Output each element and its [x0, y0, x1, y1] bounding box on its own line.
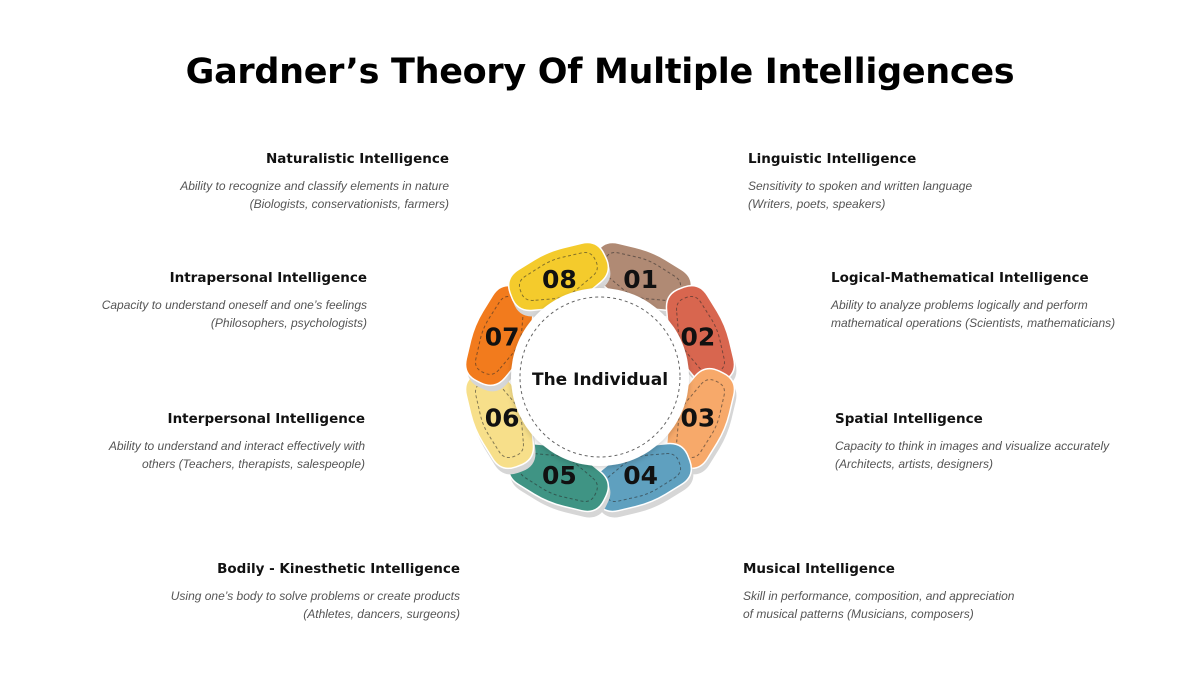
item-naturalistic: Naturalistic Intelligence Ability to rec… — [89, 151, 449, 213]
petal-dashed-border — [602, 453, 682, 502]
petal-number: 07 — [485, 322, 520, 351]
center-circle — [511, 288, 689, 466]
petal-number: 05 — [542, 461, 577, 490]
item-name: Linguistic Intelligence — [748, 151, 917, 167]
item-description: Ability to understand and interact effec… — [5, 437, 365, 473]
center-hub: The Individual — [511, 288, 689, 466]
item-desc-line: Ability to recognize and classify elemen… — [180, 179, 449, 193]
item-interpersonal: Interpersonal Intelligence Ability to un… — [5, 411, 365, 473]
item-name: Interpersonal Intelligence — [167, 411, 365, 427]
item-desc-line: others (Teachers, therapists, salespeopl… — [141, 457, 365, 471]
item-desc-line: (Writers, poets, speakers) — [748, 197, 886, 211]
petal-dashed-border — [475, 295, 524, 375]
item-musical: Musical Intelligence Skill in performanc… — [743, 561, 1103, 623]
item-spatial: Spatial Intelligence Capacity to think i… — [835, 411, 1195, 473]
item-description: Using one’s body to solve problems or cr… — [100, 587, 460, 623]
item-linguistic: Linguistic Intelligence Sensitivity to s… — [748, 151, 1108, 213]
petal-number: 06 — [485, 404, 520, 433]
petal-dashed-border — [518, 453, 598, 502]
petal-dashed-border — [676, 379, 725, 459]
item-description: Skill in performance, composition, and a… — [743, 587, 1103, 623]
item-intrapersonal: Intrapersonal Intelligence Capacity to u… — [7, 270, 367, 332]
item-name: Naturalistic Intelligence — [265, 151, 449, 167]
item-description: Capacity to think in images and visualiz… — [835, 437, 1195, 473]
item-desc-line: Ability to understand and interact effec… — [108, 439, 365, 453]
item-desc-line: (Philosophers, psychologists) — [210, 316, 367, 330]
item-desc-line: Ability to analyze problems logically an… — [831, 298, 1088, 312]
petal-dashed-border — [475, 379, 524, 459]
item-desc-line: (Architects, artists, designers) — [835, 457, 994, 471]
petal-number: 08 — [542, 265, 577, 294]
item-description: Ability to recognize and classify elemen… — [89, 177, 449, 213]
petal-dashed-border — [676, 295, 725, 375]
petal-number: 02 — [681, 322, 716, 351]
item-description: Sensitivity to spoken and written langua… — [748, 177, 1108, 213]
item-description: Capacity to understand oneself and one’s… — [7, 296, 367, 332]
petal-number: 03 — [681, 404, 716, 433]
item-name: Musical Intelligence — [743, 561, 895, 577]
petal-number: 01 — [623, 265, 658, 294]
item-desc-line: Sensitivity to spoken and written langua… — [748, 179, 973, 193]
item-desc-line: Capacity to understand oneself and one’s… — [101, 298, 367, 312]
item-desc-line: Using one’s body to solve problems or cr… — [170, 589, 460, 603]
page-title: Gardner’s Theory Of Multiple Intelligenc… — [185, 52, 1015, 92]
item-description: Ability to analyze problems logically an… — [831, 296, 1191, 332]
center-label: The Individual — [532, 370, 668, 390]
item-desc-line: Capacity to think in images and visualiz… — [835, 439, 1110, 453]
item-name: Spatial Intelligence — [835, 411, 983, 427]
petal-number: 04 — [623, 461, 658, 490]
item-bodily-kinesthetic: Bodily - Kinesthetic Intelligence Using … — [100, 561, 460, 623]
item-name: Logical-Mathematical Intelligence — [831, 270, 1089, 286]
item-desc-line: mathematical operations (Scientists, mat… — [831, 316, 1116, 330]
center-dashed-ring — [519, 296, 681, 458]
item-logical-mathematical: Logical-Mathematical Intelligence Abilit… — [831, 270, 1191, 332]
item-name: Intrapersonal Intelligence — [169, 270, 367, 286]
item-desc-line: (Biologists, conservationists, farmers) — [249, 197, 449, 211]
item-name: Bodily - Kinesthetic Intelligence — [217, 561, 460, 577]
item-desc-line: (Athletes, dancers, surgeons) — [303, 607, 460, 621]
petal-dashed-border — [518, 252, 598, 301]
item-desc-line: Skill in performance, composition, and a… — [743, 589, 1015, 603]
item-desc-line: of musical patterns (Musicians, composer… — [743, 607, 974, 621]
